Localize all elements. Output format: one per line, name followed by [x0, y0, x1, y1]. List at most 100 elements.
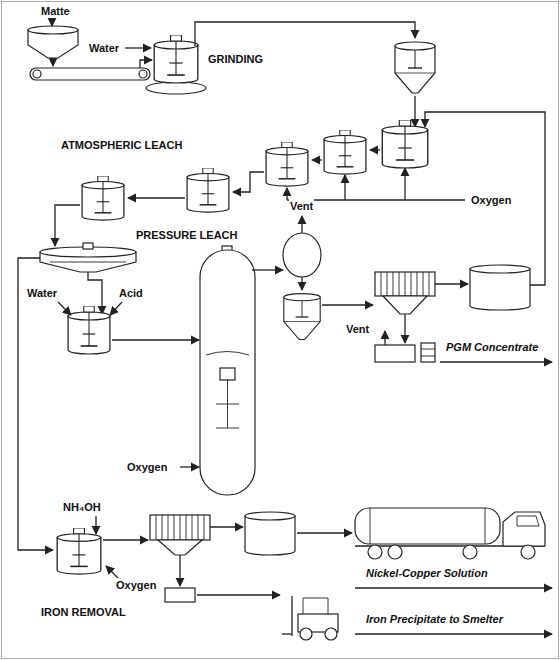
- cab-window: [517, 516, 539, 526]
- stream-label: Matte: [40, 4, 71, 18]
- forklift-guard: [303, 598, 328, 614]
- conveyor-belt: [30, 68, 150, 80]
- recycle-pipe: [425, 112, 545, 285]
- section-heading: ATMOSPHERIC LEACH: [60, 138, 183, 152]
- filtrate-pipe: [435, 283, 468, 284]
- impeller: [216, 404, 239, 405]
- water-arrow: [58, 302, 71, 315]
- slurry-pipe: [128, 197, 185, 198]
- slurry-pipe: [195, 22, 415, 46]
- filter-body: [375, 272, 435, 296]
- pulley: [33, 70, 41, 78]
- product-arrow: [355, 587, 552, 588]
- agitator-drive: [220, 368, 235, 380]
- wheel: [521, 545, 535, 559]
- wheel: [325, 628, 337, 640]
- product-label: Nickel-Copper Solution: [365, 566, 489, 580]
- drum-body: [421, 343, 435, 362]
- wheel: [388, 545, 402, 559]
- stream-label: Water: [88, 41, 120, 55]
- filter-hopper: [158, 540, 202, 555]
- iron-removal-tank: [57, 528, 101, 574]
- slurry-pipe: [103, 539, 148, 540]
- stream-label: Oxygen: [115, 578, 157, 592]
- cake-chute: [404, 314, 405, 343]
- vent-arrow: [384, 331, 385, 345]
- forklift: [282, 596, 338, 640]
- stream-label: Oxygen: [470, 193, 512, 207]
- wheel: [368, 545, 382, 559]
- section-heading: IRON REMOVAL: [40, 605, 127, 619]
- discharge-pipe: [252, 269, 283, 270]
- autoclave-shell: [200, 250, 255, 495]
- filter-hopper: [383, 296, 427, 314]
- rake: [50, 262, 126, 263]
- dryer: [375, 345, 415, 362]
- drum: [421, 343, 435, 362]
- slurry-pipe: [414, 96, 415, 127]
- stream-label: Acid: [118, 286, 144, 300]
- tank-band: [485, 508, 486, 544]
- feed-arrow: [52, 58, 53, 66]
- wheel: [300, 628, 312, 640]
- impeller: [216, 428, 239, 429]
- truck-cab: [503, 512, 545, 546]
- leach-tank: [187, 168, 229, 212]
- flash-vessel: [283, 233, 321, 277]
- slurry-pipe: [301, 277, 302, 290]
- slurry-pipe: [112, 339, 199, 340]
- filtrate-pipe: [210, 526, 243, 527]
- tank-body: [245, 516, 295, 555]
- tank-band: [370, 508, 371, 544]
- stream-label: Vent: [345, 322, 370, 336]
- leach-tank: [266, 142, 308, 186]
- reagent-arrow: [95, 516, 96, 534]
- product-label: PGM Concentrate: [445, 340, 539, 354]
- filter-body: [150, 515, 210, 540]
- oxygen-riser: [286, 188, 287, 200]
- overflow-pipe: [18, 258, 53, 550]
- section-heading: PRESSURE LEACH: [135, 228, 238, 242]
- tank-top: [245, 512, 295, 520]
- flash-tank: [284, 294, 320, 340]
- acid-arrow: [110, 302, 122, 315]
- tank-top: [470, 265, 530, 273]
- forklift-mast: [291, 596, 292, 636]
- product-arrow: [440, 361, 552, 362]
- grinding-mill: [154, 35, 198, 83]
- section-heading: GRINDING: [207, 52, 264, 66]
- tank-body: [470, 269, 530, 310]
- oxygen-arrow: [180, 466, 199, 467]
- storage-tank: [470, 265, 530, 310]
- slurry-pipe: [370, 149, 380, 150]
- oxygen-arrow: [106, 566, 118, 578]
- oxygen-riser: [344, 175, 345, 200]
- filter-press: [375, 272, 435, 314]
- vent-arrow: [301, 216, 302, 233]
- belt: [30, 68, 150, 80]
- filter-press: [150, 515, 210, 555]
- tanker-truck: [355, 508, 545, 559]
- leach-tank: [324, 130, 366, 174]
- stream-label: NH₄OH: [62, 500, 102, 514]
- shell-band: [206, 352, 249, 356]
- slurry-pipe: [312, 159, 322, 160]
- repulp-tank: [68, 306, 110, 354]
- rake-drive: [83, 243, 93, 249]
- leach-tank: [382, 120, 427, 168]
- solution-tank: [245, 512, 295, 555]
- cake-bin: [165, 588, 195, 602]
- cake-chute: [179, 555, 180, 586]
- matte-hopper: [28, 26, 78, 58]
- hopper-top: [28, 26, 78, 34]
- stream-label: Vent: [289, 199, 314, 213]
- feed-arrow: [51, 19, 52, 26]
- filter-plates: [156, 515, 204, 540]
- wheel: [463, 545, 477, 559]
- feed-tank: [395, 42, 435, 93]
- slurry-pipe: [233, 172, 264, 192]
- feed-arrow: [140, 60, 152, 68]
- water-arrow: [125, 47, 151, 48]
